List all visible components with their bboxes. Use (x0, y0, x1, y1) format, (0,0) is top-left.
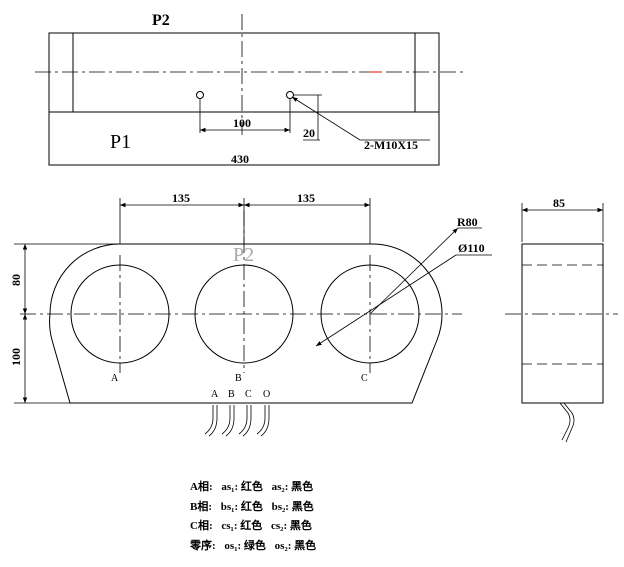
legend-phase: C相: (190, 520, 213, 532)
front-view-body-outline (49, 243, 443, 404)
legend-row-zero-sequence: 零序: os₁: 绿色 os₂: 黑色 (190, 537, 316, 557)
legend-row-b: B相: bs₁: 红色 bs₂: 黑色 (190, 498, 316, 518)
legend-row-a: A相: as₁: 红色 as₂: 黑色 (190, 478, 316, 498)
lead-wire-b-2 (225, 405, 235, 437)
legend-s1-color: 红色 (240, 500, 263, 513)
legend-s2-color: 黑色 (291, 500, 314, 513)
phase-label-a: A (111, 373, 119, 384)
side-view: 85 (505, 196, 618, 443)
lead-wire-c-2 (242, 405, 252, 437)
mounting-hole-left (196, 91, 204, 99)
dim-pitch-left: 135 (172, 191, 190, 205)
legend-s1-code: as₁: (221, 481, 239, 493)
phase-label-b: B (235, 373, 242, 384)
phase-label-c: C (361, 373, 368, 384)
legend-phase: 零序: (190, 539, 216, 552)
lead-wire-o (256, 405, 266, 435)
legend-s2-code: cs₂: (270, 520, 288, 532)
lead-wire-a (204, 405, 214, 435)
dim-hole-offset: 20 (303, 126, 315, 140)
dim-lower-height: 100 (9, 348, 23, 366)
legend-s2-color: 黑色 (289, 520, 312, 532)
legend-s2-code: os₂: (274, 539, 292, 552)
wire-color-legend: A相: as₁: 红色 as₂: 黑色 B相: bs₁: 红色 bs₂: 黑色 … (190, 478, 316, 556)
legend-s1-color: 绿色 (243, 539, 266, 552)
legend-s1-code: os₁: (224, 539, 242, 552)
lead-wire-o-2 (260, 405, 270, 437)
side-view-body (521, 243, 604, 404)
dim-pitch-right: 135 (297, 191, 315, 205)
top-view-body (48, 32, 440, 166)
legend-s1-color: 红色 (240, 481, 263, 493)
callout-hole-spec: 2-M10X15 (364, 138, 418, 152)
front-view-p2-watermark: P2 (233, 244, 254, 266)
lead-label-c: C (245, 389, 252, 400)
dim-side-width: 85 (553, 196, 565, 210)
legend-s1-code: bs₁: (220, 500, 239, 513)
dim-hole-spacing: 100 (233, 116, 251, 130)
dim-diameter: Ø110 (458, 241, 485, 255)
legend-s2-color: 黑色 (291, 481, 314, 493)
mounting-hole-right (286, 91, 294, 99)
lead-label-o: O (263, 389, 270, 400)
lead-label-b: B (228, 389, 235, 400)
dim-upper-height: 80 (9, 274, 23, 286)
top-view-p1-label: P1 (110, 131, 131, 153)
dim-radius: R80 (457, 215, 478, 229)
callout-leader (291, 96, 361, 141)
lead-wire-a-2 (208, 405, 218, 437)
top-view: P2 100 20 2-M10X15 P1 430 (35, 12, 465, 166)
lead-wires: A B C O (204, 389, 270, 437)
lead-label-a: A (211, 389, 219, 400)
legend-s2-color: 黑色 (294, 539, 317, 552)
side-view-lead-wire (559, 402, 571, 441)
lead-wire-c (238, 405, 248, 435)
front-view: 135 135 P2 R80 Ø110 80 100 A B C (9, 191, 492, 404)
legend-s2-code: bs₂: (271, 500, 289, 513)
legend-s2-code: as₂: (271, 481, 289, 493)
lead-wire-b (221, 405, 231, 435)
dim-line-radius (369, 227, 459, 315)
legend-phase: A相: (190, 481, 213, 493)
side-view-lead-wire-2 (563, 402, 575, 443)
dim-total-length: 430 (231, 152, 249, 166)
legend-phase: B相: (190, 500, 212, 513)
top-view-p2-label: P2 (152, 12, 170, 29)
legend-s1-code: cs₁: (221, 520, 238, 532)
legend-s1-color: 红色 (240, 520, 263, 532)
legend-row-c: C相: cs₁: 红色 cs₂: 黑色 (190, 517, 316, 537)
dim-line-diameter (315, 254, 457, 347)
